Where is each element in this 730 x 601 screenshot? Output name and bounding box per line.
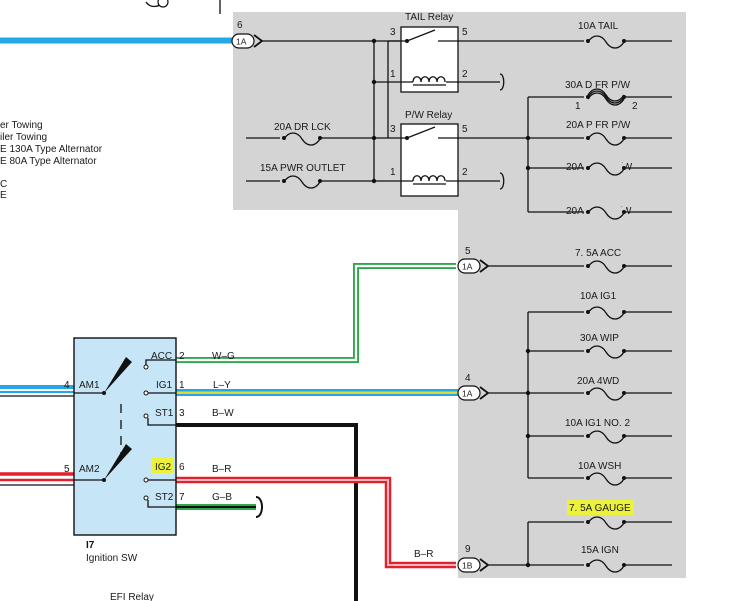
svg-text:7: 7	[179, 492, 185, 503]
svg-text:2: 2	[632, 101, 638, 112]
svg-text:30A WIP: 30A WIP	[580, 333, 619, 344]
svg-text:C: C	[0, 179, 7, 190]
svg-text:9: 9	[465, 544, 471, 555]
fuse-20a-4wd: 20A 4WD	[577, 376, 626, 401]
svg-text:IG1: IG1	[156, 380, 173, 391]
fuse-10a-tail: 10A TAIL	[578, 21, 626, 49]
wire-st1-b-w	[176, 423, 358, 601]
svg-text:1A: 1A	[462, 262, 473, 272]
svg-text:1A: 1A	[462, 389, 473, 399]
svg-text:5: 5	[462, 27, 468, 38]
svg-text:AM1: AM1	[79, 380, 100, 391]
svg-text:10A IG1 NO. 2: 10A IG1 NO. 2	[565, 418, 630, 429]
svg-text:2: 2	[462, 69, 468, 80]
fuse-15a-pwr-outlet: 15A PWR OUTLET	[246, 163, 374, 189]
svg-text:6: 6	[179, 462, 185, 473]
svg-text:10A IG1: 10A IG1	[580, 291, 617, 302]
svg-text:4: 4	[64, 380, 70, 391]
fuse-20a-dr-lck: 20A DR LCK	[246, 122, 374, 146]
svg-text:2: 2	[462, 167, 468, 178]
svg-text:7. 5A ACC: 7. 5A ACC	[575, 248, 621, 259]
svg-text:1: 1	[179, 380, 185, 391]
svg-text:er Towing: er Towing	[0, 120, 43, 131]
svg-text:E: E	[0, 190, 7, 201]
fuse-10a-wsh: 10A WSH	[578, 461, 626, 486]
svg-text:1: 1	[390, 69, 396, 80]
connector-1a-6-code: 1A	[236, 37, 247, 47]
svg-text:I7: I7	[86, 540, 95, 551]
svg-text:15A PWR OUTLET: 15A PWR OUTLET	[260, 163, 346, 174]
fuse-20a-d-rr-pw: 20A D RR P/W	[566, 162, 633, 176]
connector-1a-5: 5 1A	[457, 246, 490, 274]
svg-text:1: 1	[390, 167, 396, 178]
connector-1b-9: 9 1B	[457, 544, 490, 573]
svg-text:Ignition SW: Ignition SW	[86, 553, 138, 564]
ignition-switch: 4 AM1 5 AM2 ACC 2 IG1 1 ST1 3 IG2 6 ST2 …	[64, 337, 185, 564]
pw-relay: P/W Relay 3 5 1 2	[390, 110, 468, 197]
wire-ig1-color: L–Y	[213, 380, 231, 391]
ig2-highlight	[152, 458, 174, 473]
svg-text:3: 3	[390, 27, 396, 38]
svg-text:ST1: ST1	[155, 408, 174, 419]
efi-relay-label: EFI Relay	[110, 592, 154, 601]
wire-ig1-l-y	[176, 389, 458, 396]
svg-text:E 130A Type Alternator: E 130A Type Alternator	[0, 144, 103, 155]
fuse-10a-ig1: 10A IG1	[580, 291, 626, 320]
svg-text:E 80A Type Alternator: E 80A Type Alternator	[0, 156, 97, 167]
svg-text:AM2: AM2	[79, 464, 100, 475]
gauge-highlight	[567, 500, 634, 515]
svg-text:20A 4WD: 20A 4WD	[577, 376, 619, 387]
svg-text:30A D FR P/W: 30A D FR P/W	[565, 80, 631, 91]
connector-1a-6: 6 1A	[231, 20, 264, 49]
fuse-15a-ign: 15A IGN	[581, 545, 626, 573]
connector-1a-4: 4 1A	[457, 373, 490, 401]
svg-text:5: 5	[462, 124, 468, 135]
fuse-30a-wip: 30A WIP	[580, 333, 626, 359]
legend-fragment: er Towing iler Towing E 130A Type Altern…	[0, 120, 103, 201]
fuse-10a-ig1-no2: 10A IG1 NO. 2	[565, 418, 630, 444]
svg-text:3: 3	[390, 124, 396, 135]
wire-ign-color: B–R	[414, 549, 433, 560]
wire-ig2-b-r	[176, 476, 456, 569]
tail-relay-label: TAIL Relay	[405, 12, 453, 23]
svg-text:1B: 1B	[462, 561, 473, 571]
wire-acc-w-g	[176, 263, 456, 363]
fuse-20a-p-fr-pw: 20A P FR P/W	[566, 120, 631, 146]
top-cutoff-fragment	[145, 0, 221, 14]
svg-text:10A WSH: 10A WSH	[578, 461, 621, 472]
wire-st2-g-b	[176, 496, 263, 518]
wire-st2-color: G–B	[212, 492, 232, 503]
svg-text:ACC: ACC	[151, 351, 172, 362]
svg-text:2: 2	[179, 351, 185, 362]
svg-text:20A P FR P/W: 20A P FR P/W	[566, 120, 631, 131]
svg-text:4: 4	[465, 373, 471, 384]
svg-text:5: 5	[64, 464, 70, 475]
connector-1a-6-number: 6	[237, 20, 243, 31]
wire-ig2-color: B–R	[212, 464, 231, 475]
wire-am1-feed	[0, 385, 74, 397]
wire-st1-color: B–W	[212, 408, 234, 419]
svg-text:3: 3	[179, 408, 185, 419]
svg-text:iler Towing: iler Towing	[0, 132, 47, 143]
wire-acc-color: W–G	[212, 351, 235, 362]
fuse-7-5a-gauge: 7. 5A GAUGE	[567, 500, 634, 530]
svg-text:1: 1	[575, 101, 581, 112]
svg-text:IG2: IG2	[155, 462, 172, 473]
fuse-30a-d-fr-pw: 30A D FR P/W 1 2	[565, 80, 638, 112]
pw-relay-label: P/W Relay	[405, 110, 452, 121]
wire-am2-feed	[0, 472, 74, 486]
wire-blue-main	[0, 37, 232, 44]
svg-text:20A DR LCK: 20A DR LCK	[274, 122, 331, 133]
fuse-7-5a-acc: 7. 5A ACC	[575, 248, 626, 274]
tail-relay: TAIL Relay 3 5 1 2	[390, 12, 468, 93]
fuse-20a-p-rr-pw: 20A P RR P/W	[566, 206, 632, 220]
svg-text:10A TAIL: 10A TAIL	[578, 21, 619, 32]
svg-text:15A IGN: 15A IGN	[581, 545, 619, 556]
svg-text:5: 5	[465, 246, 471, 257]
svg-text:7. 5A GAUGE: 7. 5A GAUGE	[569, 503, 631, 514]
svg-text:ST2: ST2	[155, 492, 174, 503]
